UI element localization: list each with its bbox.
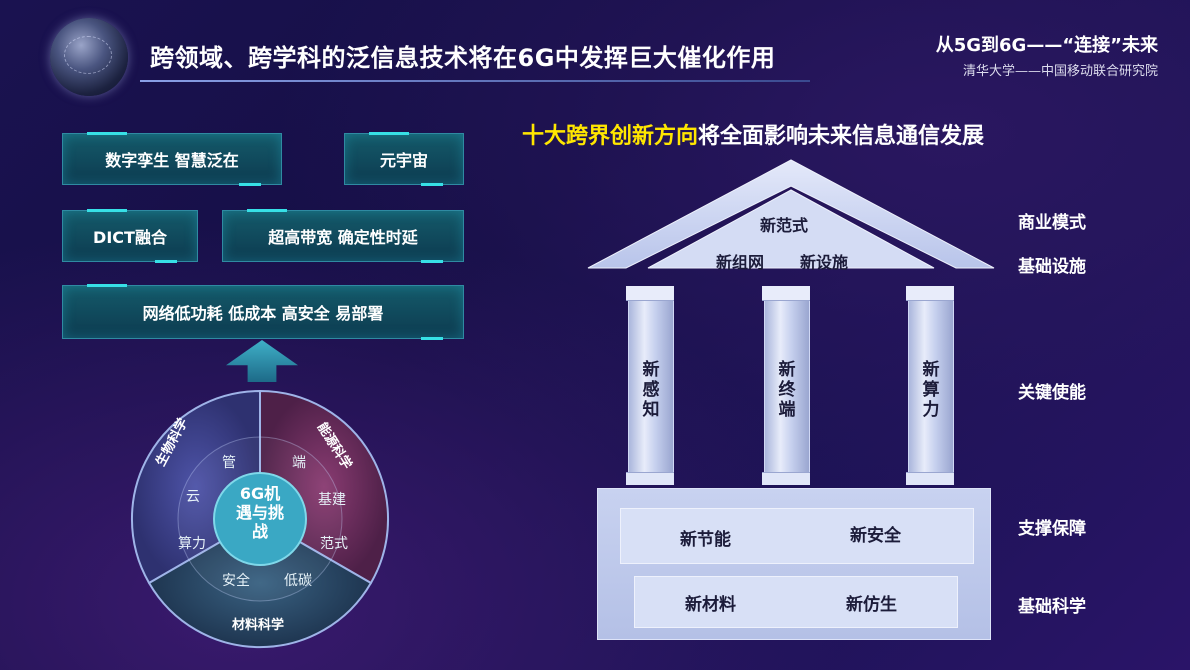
pillar-label: 新终端 bbox=[778, 360, 796, 420]
roof-new-networking: 新组网 bbox=[716, 253, 765, 272]
sector-material bbox=[147, 517, 373, 649]
pillar-label: 新感知 bbox=[642, 360, 660, 420]
subtitle-highlight: 十大跨界创新方向 bbox=[522, 124, 699, 149]
box-digital-twin: 数字孪生 智慧泛在 bbox=[62, 132, 282, 186]
foundation-row-2 bbox=[634, 576, 958, 628]
label-duan: 端 bbox=[292, 455, 306, 471]
label-new-security: 新安全 bbox=[850, 526, 901, 546]
brand-slogan: 从5G到6G——“连接”未来 bbox=[935, 35, 1158, 56]
pillar-perception: 新感知 bbox=[626, 286, 674, 485]
label-jijian: 基建 bbox=[318, 492, 346, 508]
globe-logo bbox=[50, 18, 128, 96]
up-arrow-icon bbox=[226, 340, 298, 382]
center-label: 6G机 遇与挑 战 bbox=[235, 484, 284, 541]
label-new-energy-saving: 新节能 bbox=[680, 530, 731, 550]
section-subtitle: 十大跨界创新方向将全面影响未来信息通信发展 bbox=[522, 118, 984, 150]
roof-diagram bbox=[587, 159, 995, 269]
side-label-basic-science: 基础科学 bbox=[1018, 597, 1086, 617]
label-new-materials: 新材料 bbox=[685, 595, 736, 615]
six-g-circle bbox=[130, 389, 390, 649]
side-label-support: 支撑保障 bbox=[1018, 519, 1086, 539]
pillar-terminal: 新终端 bbox=[762, 286, 810, 485]
pillar-compute: 新算力 bbox=[906, 286, 954, 485]
foundation-row-1 bbox=[620, 508, 974, 564]
label-new-bionics: 新仿生 bbox=[846, 595, 897, 615]
title-divider bbox=[140, 80, 810, 82]
label-ditan: 低碳 bbox=[284, 573, 312, 589]
label-material-science: 材料科学 bbox=[232, 618, 285, 633]
roof-new-paradigm: 新范式 bbox=[760, 216, 809, 235]
label-guan: 管 bbox=[222, 455, 236, 471]
box-bandwidth: 超高带宽 确定性时延 bbox=[222, 209, 464, 263]
side-label-infrastructure: 基础设施 bbox=[1018, 257, 1086, 277]
subtitle-rest: 将全面影响未来信息通信发展 bbox=[698, 124, 985, 149]
roof-new-facilities: 新设施 bbox=[800, 253, 849, 272]
label-fanshi: 范式 bbox=[320, 536, 348, 552]
box-network-features: 网络低功耗 低成本 高安全 易部署 bbox=[62, 284, 464, 340]
box-metaverse: 元宇宙 bbox=[344, 132, 464, 186]
label-anquan: 安全 bbox=[222, 573, 250, 589]
roof-outline bbox=[587, 159, 995, 269]
brand-institute: 清华大学——中国移动联合研究院 bbox=[962, 64, 1158, 79]
label-yun: 云 bbox=[186, 489, 200, 505]
side-label-business: 商业模式 bbox=[1018, 213, 1086, 233]
page-title: 跨领域、跨学科的泛信息技术将在6G中发挥巨大催化作用 bbox=[150, 44, 776, 72]
label-suanli: 算力 bbox=[178, 536, 206, 552]
pillar-label: 新算力 bbox=[922, 360, 940, 420]
side-label-enablers: 关键使能 bbox=[1018, 383, 1086, 403]
roof-inner bbox=[647, 189, 935, 269]
box-dict: DICT融合 bbox=[62, 209, 198, 263]
center-disc bbox=[213, 472, 307, 566]
